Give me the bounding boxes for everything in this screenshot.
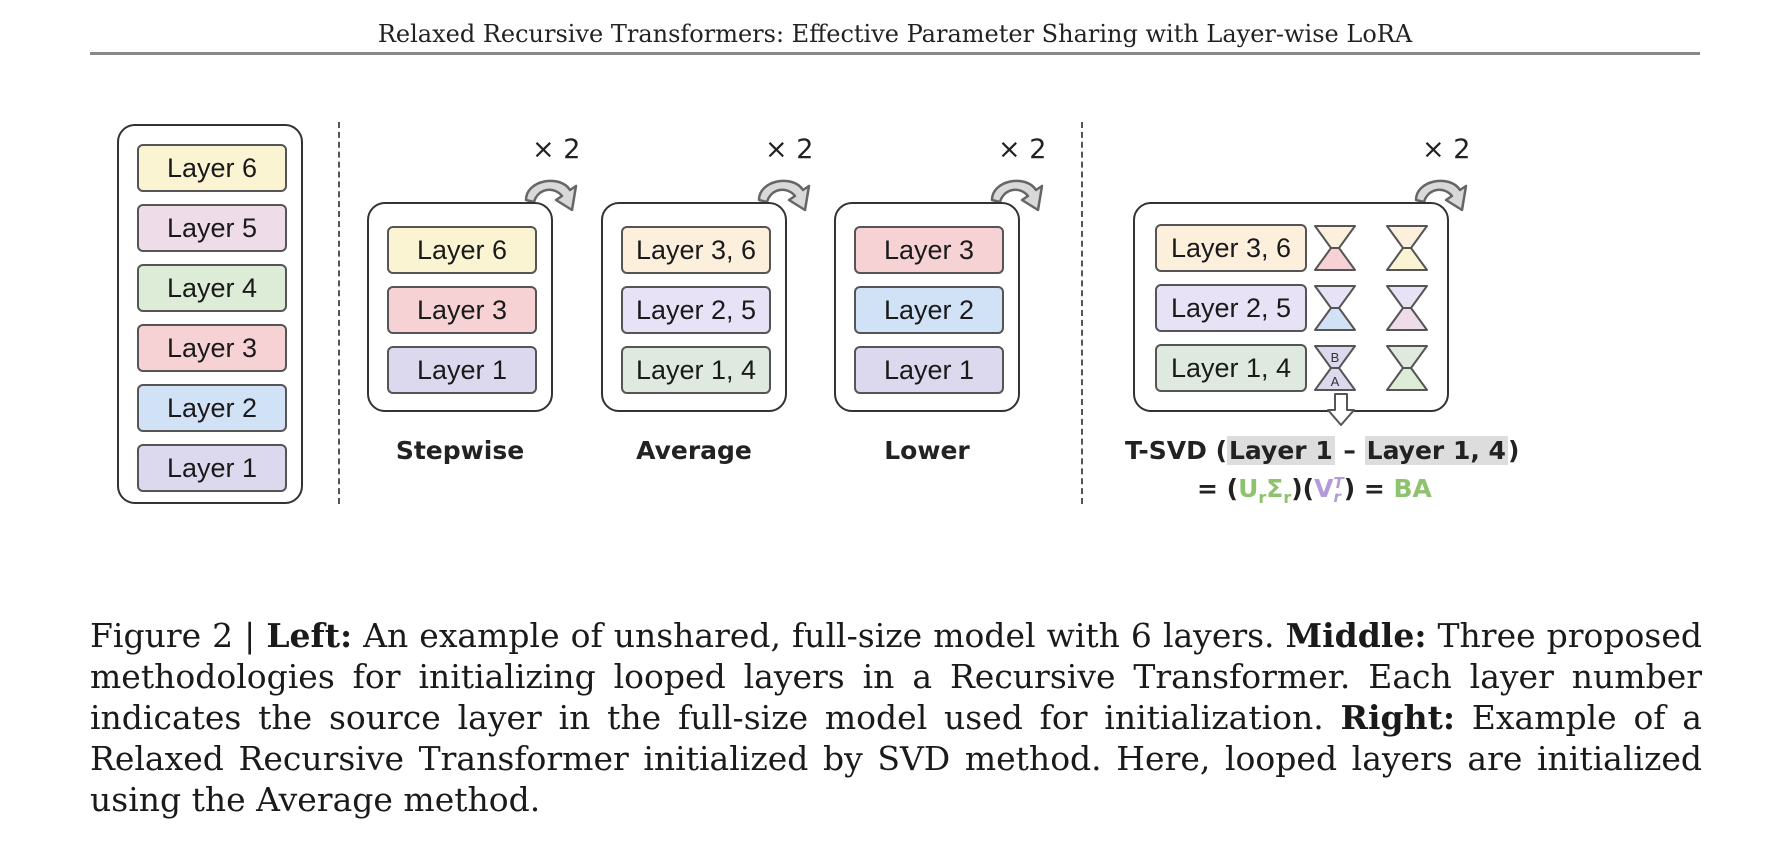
tsvd-term-1: Layer 1 [1227, 436, 1335, 465]
lora-module-middle-right-icon [1386, 285, 1428, 331]
relaxed-layer-bottom: Layer 1, 4 [1155, 344, 1307, 392]
full-layer-3: Layer 3 [137, 324, 287, 372]
lower-layer-bottom: Layer 1 [854, 346, 1004, 394]
caption-middle-title: Middle: [1285, 616, 1427, 655]
relaxed-repeat-label: × 2 [1422, 134, 1471, 165]
average-layer-bottom: Layer 1, 4 [621, 346, 771, 394]
lora-module-top-right-icon [1386, 225, 1428, 271]
stepwise-repeat-label: × 2 [532, 134, 581, 165]
lora-module-bottom-left-icon: B A [1314, 345, 1356, 391]
tsvd-minus: – [1334, 436, 1365, 465]
eq-v-sub: r [1333, 488, 1341, 506]
lower-repeat-label: × 2 [998, 134, 1047, 165]
full-model-panel: Layer 6 Layer 5 Layer 4 Layer 3 Layer 2 … [117, 124, 303, 504]
relaxed-loop-arrow-icon [1414, 179, 1468, 212]
full-layer-5: Layer 5 [137, 204, 287, 252]
caption-left-title: Left: [266, 616, 353, 655]
full-layer-4: Layer 4 [137, 264, 287, 312]
down-arrow-icon [1327, 393, 1355, 426]
stepwise-layer-top: Layer 6 [387, 226, 537, 274]
running-header: Relaxed Recursive Transformers: Effectiv… [377, 20, 1413, 48]
eq-mid: )( [1291, 474, 1315, 503]
eq-prefix: = ( [1197, 474, 1239, 503]
average-layer-middle: Layer 2, 5 [621, 286, 771, 334]
figure-2: Layer 6 Layer 5 Layer 4 Layer 3 Layer 2 … [117, 122, 1519, 507]
eq-close: ) = [1343, 474, 1394, 503]
full-layer-6: Layer 6 [137, 144, 287, 192]
separator-right [1081, 122, 1083, 504]
stepwise-layer-middle: Layer 3 [387, 286, 537, 334]
caption-figure-label: Figure 2 | [90, 616, 267, 655]
average-loop-arrow-icon [757, 179, 811, 212]
full-layer-1: Layer 1 [137, 444, 287, 492]
average-label: Average [636, 436, 752, 465]
header-rule [90, 52, 1700, 55]
caption-left-text: An example of unshared, full-size model … [352, 616, 1286, 655]
average-panel: Layer 3, 6 Layer 2, 5 Layer 1, 4 [601, 202, 787, 412]
eq-sigma: Σ [1266, 474, 1284, 503]
lower-layer-middle: Layer 2 [854, 286, 1004, 334]
eq-u-sub: r [1258, 488, 1267, 507]
average-layer-top: Layer 3, 6 [621, 226, 771, 274]
lora-module-middle-left-icon [1314, 285, 1356, 331]
stepwise-layer-bottom: Layer 1 [387, 346, 537, 394]
lower-layer-top: Layer 3 [854, 226, 1004, 274]
lora-a-label: A [1331, 374, 1340, 389]
separator-left [338, 122, 340, 504]
relaxed-panel: Layer 3, 6 Layer 2, 5 Layer 1, 4 B A [1133, 202, 1449, 412]
lower-loop-arrow-icon [990, 179, 1044, 212]
tsvd-suffix: ) [1507, 436, 1520, 465]
eq-sigma-sub: r [1283, 488, 1292, 507]
eq-ba: BA [1393, 474, 1432, 503]
eq-u: U [1238, 474, 1259, 503]
caption-middle-text: Three proposed methodologies for initial… [90, 616, 1703, 737]
stepwise-label: Stepwise [395, 436, 525, 465]
lora-b-label: B [1331, 350, 1340, 365]
stepwise-panel: Layer 6 Layer 3 Layer 1 [367, 202, 553, 412]
relaxed-layer-middle: Layer 2, 5 [1155, 284, 1307, 332]
tsvd-prefix: T-SVD ( [1125, 436, 1227, 465]
lower-label: Lower [884, 436, 970, 465]
lora-module-bottom-right-icon [1386, 345, 1428, 391]
stepwise-loop-arrow-icon [524, 179, 578, 212]
lower-panel: Layer 3 Layer 2 Layer 1 [834, 202, 1020, 412]
full-layer-2: Layer 2 [137, 384, 287, 432]
average-repeat-label: × 2 [765, 134, 814, 165]
lora-module-top-left-icon [1314, 225, 1356, 271]
eq-v-sup: T [1333, 474, 1344, 492]
tsvd-formula: T-SVD (Layer 1 – Layer 1, 4) [1125, 436, 1519, 465]
eq-v: V [1314, 474, 1334, 503]
caption-right-title: Right: [1340, 698, 1455, 737]
figure-caption: Figure 2 | Left: An example of unshared,… [90, 615, 1702, 820]
tsvd-term-2: Layer 1, 4 [1364, 436, 1508, 465]
relaxed-layer-top: Layer 3, 6 [1155, 224, 1307, 272]
caption-right-text: Example of a Relaxed Recursive Transform… [90, 698, 1702, 819]
